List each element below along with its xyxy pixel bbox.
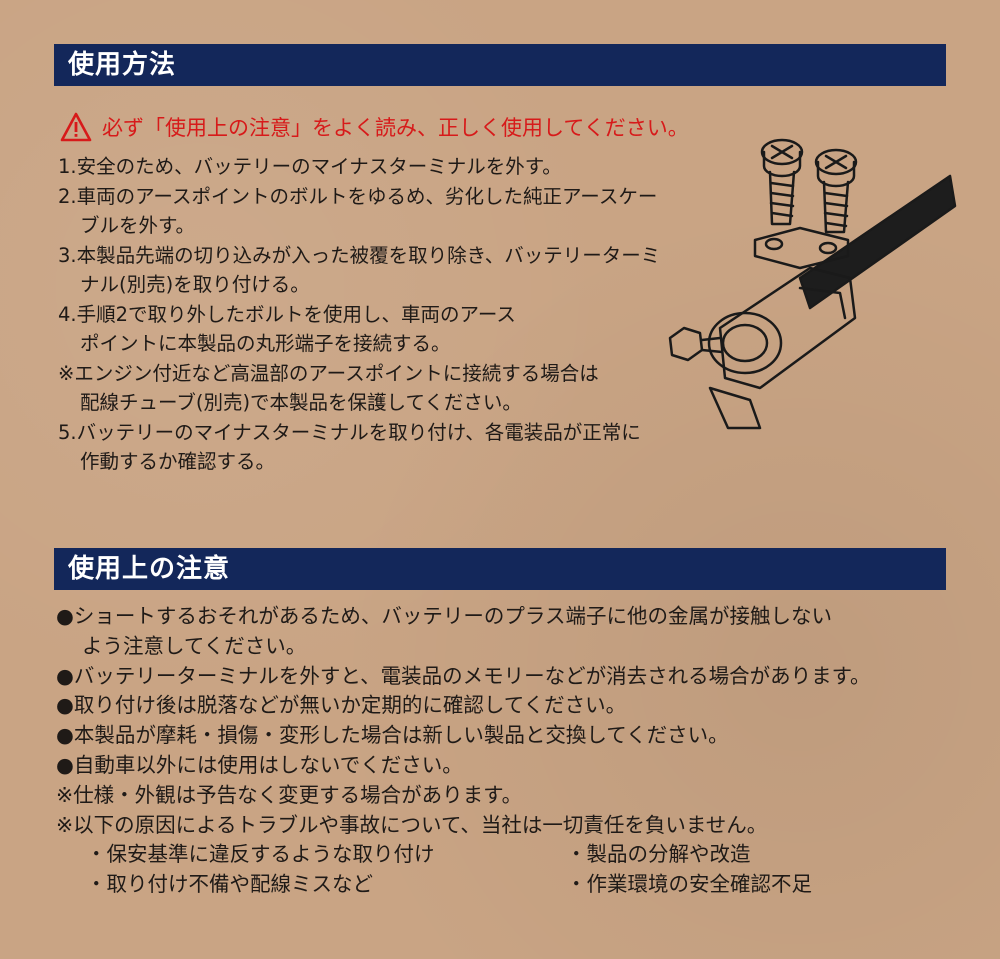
section-title-cautions: 使用上の注意 [54,548,946,590]
step-line: 4.手順2で取り外したボルトを使用し、車両のアース [58,302,516,326]
exclusion-list: ・保安基準に違反するような取り付け ・製品の分解や改造 ・取り付け不備や配線ミス… [56,840,956,900]
list-item: ●本製品が摩耗・損傷・変形した場合は新しい製品と交換してください。 [56,723,729,748]
warning-text: 必ず「使用上の注意」をよく読み、正しく使用してください。 [102,116,689,140]
usage-steps: 1.安全のため、バッテリーのマイナスターミナルを外す。 2.車両のアースポイント… [58,152,738,477]
step-line: 作動するか確認する。 [80,450,276,473]
warning-line: 必ず「使用上の注意」をよく読み、正しく使用してください。 [60,110,689,144]
list-item: ●取り付け後は脱落などが無いか定期的に確認してください。 [56,693,627,718]
list-item: よう注意してください。 [82,633,307,658]
battery-terminal-illustration [668,138,957,430]
step-line: ナル(別売)を取り付ける。 [80,273,310,296]
step-line: 2.車両のアースポイントのボルトをゆるめ、劣化した純正アースケー [58,184,658,208]
list-item: ●ショートするおそれがあるため、バッテリーのプラス端子に他の金属が接触しない [56,604,832,628]
exclusion-item: ・取り付け不備や配線ミスなど [86,872,373,897]
step-line: 配線チューブ(別売)で本製品を保護してください。 [80,391,522,414]
list-item: ●自動車以外には使用はしないでください。 [56,752,463,777]
list-item: ※仕様・外観は予告なく変更する場合があります。 [56,782,523,807]
step-line: ブルを外す。 [80,214,196,237]
section-title-usage: 使用方法 [54,44,946,86]
exclusion-item: ・製品の分解や改造 [566,842,751,867]
exclusion-item: ・作業環境の安全確認不足 [566,872,812,897]
list-item: ●バッテリーターミナルを外すと、電装品のメモリーなどが消去される場合があります。 [56,663,871,688]
step-line: 3.本製品先端の切り込みが入った被覆を取り除き、バッテリーターミ [58,243,661,267]
step-line: ポイントに本製品の丸形端子を接続する。 [80,332,451,355]
step-line: ※エンジン付近など高温部のアースポイントに接続する場合は [58,361,599,385]
warning-triangle-icon [60,112,92,142]
list-item: ※以下の原因によるトラブルや事故について、当社は一切責任を負いません。 [56,812,768,837]
step-line: 5.バッテリーのマイナスターミナルを取り付け、各電装品が正常に [58,420,641,444]
caution-list: ●ショートするおそれがあるため、バッテリーのプラス端子に他の金属が接触しない よ… [56,602,956,900]
exclusion-item: ・保安基準に違反するような取り付け [86,842,435,867]
step-line: 1.安全のため、バッテリーのマイナスターミナルを外す。 [58,155,562,178]
